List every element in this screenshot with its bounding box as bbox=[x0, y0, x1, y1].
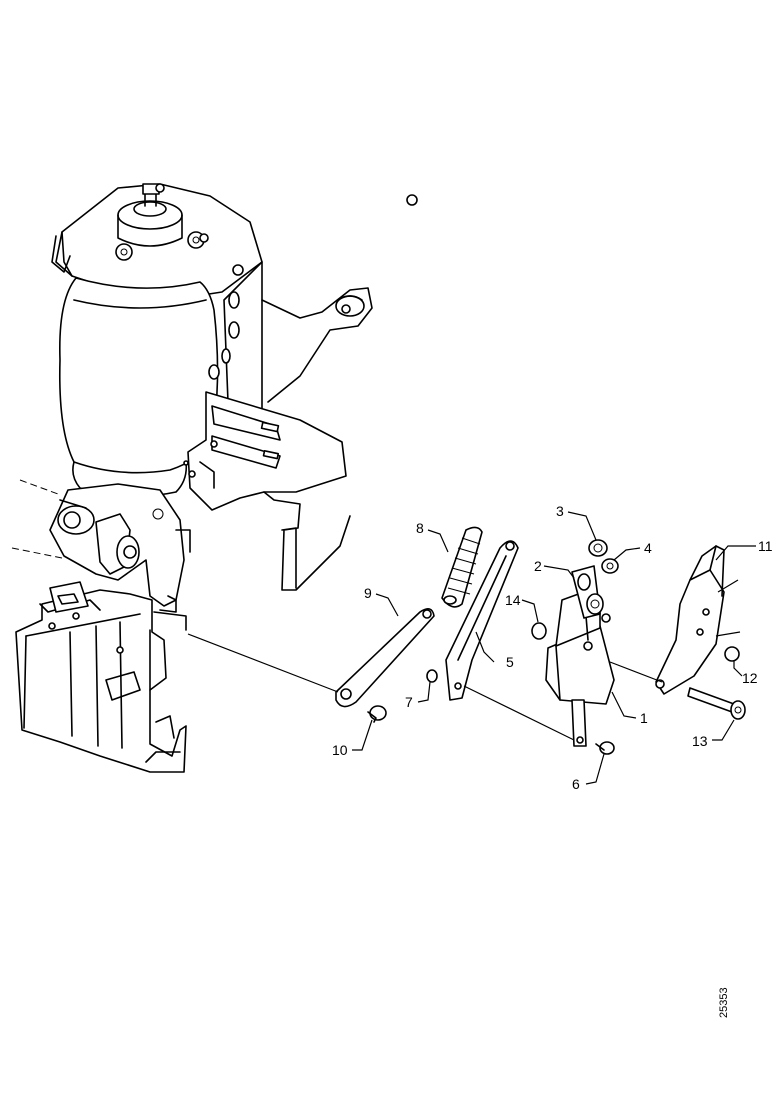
callout-6: 6 bbox=[572, 776, 580, 792]
air-spring-assembly bbox=[11, 183, 418, 773]
callout-2: 2 bbox=[534, 558, 542, 574]
figure-reference-number: 25353 bbox=[718, 987, 730, 1018]
callout-7: 7 bbox=[405, 694, 413, 710]
callout-14: 14 bbox=[505, 592, 521, 608]
part-10-bolt bbox=[367, 705, 387, 723]
callout-12: 12 bbox=[742, 670, 758, 686]
part-14-nut bbox=[531, 622, 547, 640]
callout-leaders bbox=[352, 511, 756, 785]
callout-4: 4 bbox=[644, 540, 652, 556]
callout-11: 11 bbox=[758, 538, 773, 554]
callout-13: 13 bbox=[692, 733, 708, 749]
callout-3: 3 bbox=[556, 503, 564, 519]
part-2-fitting bbox=[586, 593, 604, 615]
callout-9: 9 bbox=[364, 585, 372, 601]
part-13-bolt bbox=[687, 687, 746, 720]
callout-5: 5 bbox=[506, 654, 514, 670]
part-12-nut bbox=[724, 646, 740, 662]
part-6-bolt bbox=[595, 741, 615, 755]
callout-10: 10 bbox=[332, 742, 348, 758]
part-9-link-rod bbox=[335, 608, 435, 708]
part-3-fitting bbox=[588, 539, 608, 557]
part-1-level-valve bbox=[545, 565, 615, 747]
callout-1: 1 bbox=[640, 710, 648, 726]
callout-labels: 3 4 2 14 11 12 13 1 6 5 7 10 9 8 bbox=[332, 503, 773, 792]
part-11-bracket bbox=[655, 545, 725, 695]
part-7-nut bbox=[426, 669, 438, 683]
part-8-rubber-spring bbox=[441, 526, 483, 608]
part-5-lever-arm bbox=[445, 540, 519, 701]
assembly-lines bbox=[187, 579, 741, 741]
part-4-fitting bbox=[601, 558, 619, 574]
callout-8: 8 bbox=[416, 520, 424, 536]
